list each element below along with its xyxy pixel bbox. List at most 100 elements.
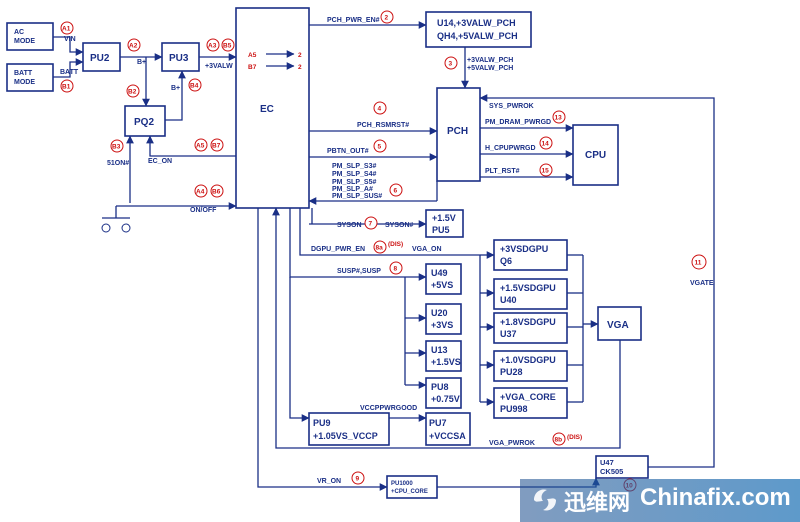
ck505-label: CK505 bbox=[600, 467, 623, 476]
marker-8: 8 bbox=[394, 266, 398, 273]
cpu-block bbox=[572, 124, 619, 186]
signal-51on: 51ON# bbox=[107, 160, 129, 167]
ac-mode-label-line2: MODE bbox=[14, 38, 35, 45]
marker-b7: B7 bbox=[212, 143, 221, 150]
signal-plt-rst: PLT_RST# bbox=[485, 168, 520, 175]
marker-a3: A3 bbox=[208, 43, 217, 50]
pch-label: PCH bbox=[447, 126, 468, 137]
marker-b3: B3 bbox=[112, 144, 121, 151]
u20-label: U20 bbox=[431, 308, 448, 318]
u13-rail-label: +1.5VS bbox=[431, 357, 461, 367]
marker-9: 9 bbox=[356, 476, 360, 483]
ec-block bbox=[235, 7, 310, 209]
pu2-block bbox=[82, 42, 121, 72]
marker-b6: B6 bbox=[212, 189, 221, 196]
marker-dis-2: (DIS) bbox=[567, 434, 582, 441]
marker-b1: B1 bbox=[62, 84, 71, 91]
marker-b4: B4 bbox=[190, 83, 199, 90]
pq2-label: PQ2 bbox=[134, 117, 154, 128]
pu8-label: PU8 bbox=[431, 382, 449, 392]
ac-mode-block bbox=[6, 22, 54, 51]
signal-bplus-2: B+ bbox=[171, 85, 180, 92]
u49-rail-label: +5VS bbox=[431, 280, 453, 290]
pu8-rail-label: +0.75V bbox=[431, 394, 460, 404]
signal-susp: SUSP#,SUSP bbox=[337, 268, 381, 275]
signal-ec-on: EC_ON bbox=[148, 158, 172, 165]
marker-3: 3 bbox=[449, 61, 453, 68]
marker-a1: A1 bbox=[62, 26, 71, 33]
marker-5: 5 bbox=[378, 144, 382, 151]
marker-7: 7 bbox=[369, 221, 373, 228]
signal-pm-slp-s5: PM_SLP_S5# bbox=[332, 179, 376, 186]
ec-b7-label: B7 bbox=[248, 64, 257, 71]
u37-rail-label: +1.8VSDGPU bbox=[500, 317, 556, 327]
batt-mode-label-line2: MODE bbox=[14, 79, 35, 86]
u14-block bbox=[425, 11, 532, 48]
vga-label: VGA bbox=[607, 320, 629, 331]
signal-vga-pwrok: VGA_PWROK bbox=[489, 440, 535, 447]
marker-8b: 8b bbox=[555, 437, 563, 444]
signal-vr-on: VR_ON bbox=[317, 478, 341, 485]
signal-batt: BATT bbox=[60, 69, 79, 76]
pu998-rail-label: +VGA_CORE bbox=[500, 392, 556, 402]
pu998-block bbox=[493, 387, 568, 419]
u40-rail-label: +1.5VSDGPU bbox=[500, 283, 556, 293]
u47-label: U47 bbox=[600, 458, 614, 467]
marker-6: 6 bbox=[394, 188, 398, 195]
vga-block bbox=[597, 306, 642, 341]
signal-syson-n: SYSON# bbox=[385, 222, 414, 229]
signal-pm-slp-sus: PM_SLP_SUS# bbox=[332, 193, 382, 200]
pu2-label: PU2 bbox=[90, 53, 110, 64]
q6-rail-label: +3VSDGPU bbox=[500, 244, 548, 254]
marker-14: 14 bbox=[542, 141, 550, 148]
marker-11: 11 bbox=[695, 260, 702, 267]
ac-mode-label-line1: AC bbox=[14, 29, 24, 36]
chinafix-logo-icon bbox=[534, 489, 556, 511]
signal-pch-rsmrst: PCH_RSMRST# bbox=[357, 122, 409, 129]
u37-label: U37 bbox=[500, 329, 517, 339]
batt-mode-block bbox=[6, 63, 54, 92]
marker-a2: A2 bbox=[129, 43, 138, 50]
chinafix-watermark: 迅维网 Chinafix.com bbox=[520, 479, 800, 522]
signal-pch-pwr-en: PCH_PWR_EN# bbox=[327, 17, 380, 24]
pu5-label: PU5 bbox=[432, 225, 450, 235]
marker-13: 13 bbox=[555, 115, 563, 122]
signal-pbtn-out: PBTN_OUT# bbox=[327, 148, 369, 155]
pu3-label: PU3 bbox=[169, 53, 189, 64]
batt-mode-label-line1: BATT bbox=[14, 70, 33, 77]
ec-label: EC bbox=[260, 104, 274, 115]
marker-b5: B5 bbox=[223, 43, 232, 50]
signal-5valw-pch: +5VALW_PCH bbox=[467, 65, 513, 72]
u13-label: U13 bbox=[431, 345, 448, 355]
signal-pm-slp-s4: PM_SLP_S4# bbox=[332, 171, 376, 178]
marker-a4: A4 bbox=[196, 189, 205, 196]
u40-label: U40 bbox=[500, 295, 517, 305]
cpu-label: CPU bbox=[585, 150, 606, 161]
signal-on-off: ON/OFF bbox=[190, 207, 217, 214]
marker-dis-1: (DIS) bbox=[388, 241, 403, 248]
pu998-label: PU998 bbox=[500, 404, 528, 414]
signal-vccppwrgood: VCCPPWRGOOD bbox=[360, 405, 417, 412]
pu7-rail-label: +VCCSA bbox=[429, 431, 466, 441]
signal-dgpu-pwr-en: DGPU_PWR_EN bbox=[311, 246, 365, 253]
u20-rail-label: +3VS bbox=[431, 320, 453, 330]
pu28-label: PU28 bbox=[500, 367, 523, 377]
signal-vin: VIN bbox=[64, 36, 76, 43]
marker-b2: B2 bbox=[128, 89, 137, 96]
q6-label: Q6 bbox=[500, 256, 512, 266]
qh4-label: QH4,+5VALW_PCH bbox=[437, 31, 518, 41]
pu9-label: PU9 bbox=[313, 418, 331, 428]
signal-h-cpupwrgd: H_CPUPWRGD bbox=[485, 145, 536, 152]
pu1000-label: PU1000 bbox=[391, 481, 413, 487]
u14-label: U14,+3VALW_PCH bbox=[437, 18, 516, 28]
pu1000-rail-label: +CPU_CORE bbox=[391, 489, 428, 495]
signal-syson: SYSON bbox=[337, 222, 362, 229]
signal-vgate: VGATE bbox=[690, 280, 714, 287]
ec-a5-value: 2 bbox=[298, 52, 302, 59]
signal-bplus-1: B+ bbox=[137, 59, 146, 66]
marker-a5: A5 bbox=[196, 143, 205, 150]
signal-pm-slp-a: PM_SLP_A# bbox=[332, 186, 373, 193]
pu8-block bbox=[425, 377, 462, 409]
